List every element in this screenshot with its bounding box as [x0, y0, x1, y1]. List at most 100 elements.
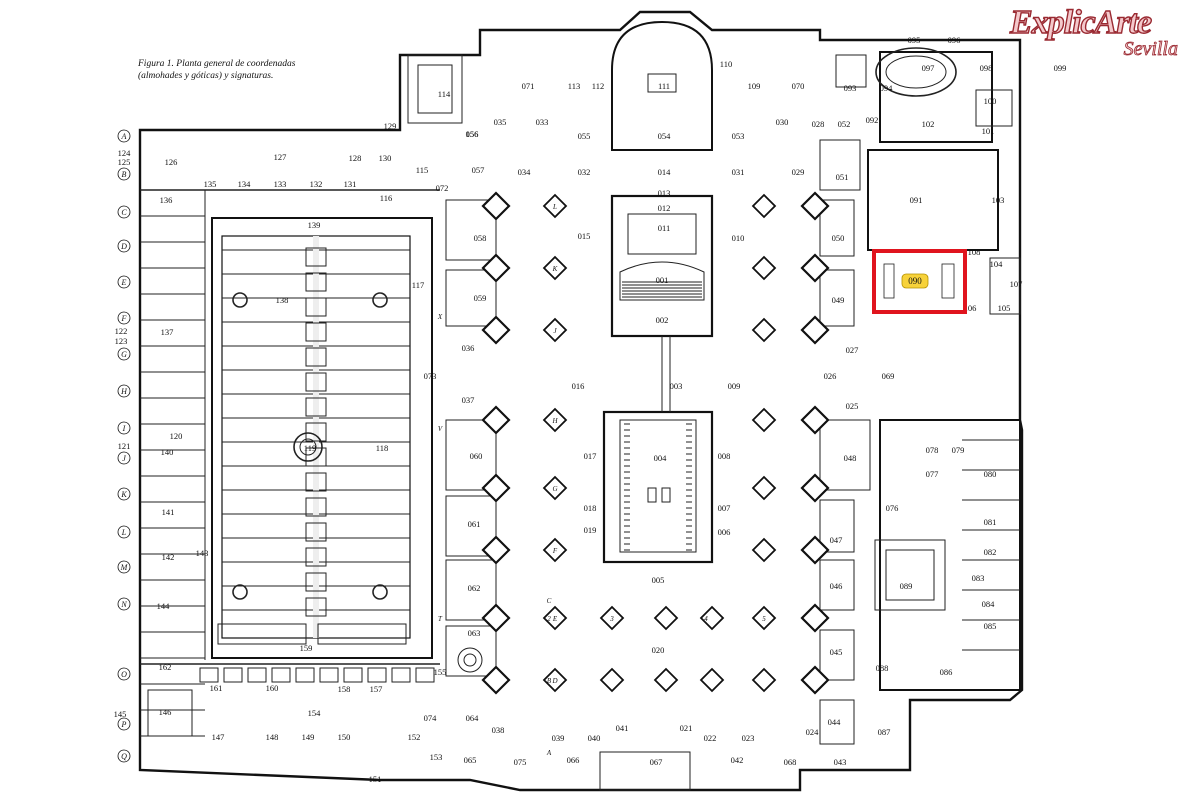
room-label-066: 066 — [567, 755, 580, 765]
pillar-letter-3: 3 — [609, 615, 614, 623]
row-marker — [117, 205, 131, 219]
room-011-box — [627, 213, 697, 255]
room-label-038: 038 — [492, 725, 505, 735]
room-label-139: 139 — [308, 220, 321, 230]
room-label-112: 112 — [592, 81, 604, 91]
aisle-pillar — [800, 603, 830, 633]
patio-fountain-cell — [305, 297, 327, 317]
room-047-box — [819, 499, 855, 553]
room-label-140: 140 — [161, 447, 174, 457]
room-label-035: 035 — [494, 117, 507, 127]
room-063-font — [457, 647, 483, 673]
room-label-107: 107 — [1010, 279, 1023, 289]
room-label-025: 025 — [846, 401, 859, 411]
room-093-box — [835, 54, 867, 88]
patio-fountain-cell — [305, 547, 327, 567]
row-marker — [117, 749, 131, 763]
lectern — [647, 487, 657, 503]
room-label-026: 026 — [824, 371, 837, 381]
room-090-detail — [941, 263, 955, 299]
pillar-letter-B: B — [547, 677, 552, 685]
room-label-117: 117 — [412, 280, 424, 290]
room-label-023: 023 — [742, 733, 755, 743]
nave-pillar — [542, 407, 568, 433]
room-label-152: 152 — [408, 732, 421, 742]
room-label-018: 018 — [584, 503, 597, 513]
room-label-067: 067 — [650, 757, 663, 767]
row-marker — [117, 525, 131, 539]
room-label-002: 002 — [656, 315, 669, 325]
nave-pillar — [751, 407, 777, 433]
room-label-037: 037 — [462, 395, 475, 405]
aisle-pillar — [481, 253, 511, 283]
room-label-136: 136 — [160, 195, 173, 205]
west-chapel — [445, 559, 497, 621]
aisle-pillar — [800, 473, 830, 503]
room-label-056: 056 — [466, 129, 479, 139]
room-label-132: 132 — [310, 179, 323, 189]
puerta-asuncion — [599, 751, 691, 791]
pillar-letter-C: C — [547, 597, 552, 605]
pillar-letter-5: 5 — [762, 615, 766, 623]
room-146-box — [147, 689, 193, 737]
room-label-094: 094 — [880, 83, 894, 93]
aisle-pillar — [800, 253, 830, 283]
room-label-086: 086 — [940, 667, 953, 677]
room-label-036: 036 — [462, 343, 475, 353]
room-100-box — [975, 89, 1013, 127]
aisle-pillar — [800, 665, 830, 695]
aisle-pillar — [481, 603, 511, 633]
room-label-095: 095 — [908, 35, 921, 45]
room-label-121: 121 — [118, 441, 131, 451]
room-label-119: 119 — [304, 443, 316, 453]
patio-fountain-cell — [305, 522, 327, 542]
nave-pillar — [751, 605, 777, 631]
south-room-box — [247, 667, 267, 683]
room-049-box — [819, 269, 855, 327]
pillar-letter-L: L — [552, 203, 557, 211]
row-letter-B: B — [122, 170, 127, 179]
room-label-077: 077 — [926, 469, 939, 479]
room-label-120: 120 — [170, 431, 183, 441]
room-label-024: 024 — [806, 727, 820, 737]
room-label-020: 020 — [652, 645, 665, 655]
caption-line-1: Figura 1. Planta general de coordenadas — [138, 59, 296, 69]
row-letter-I: I — [122, 424, 126, 433]
patio-fountain-cell — [305, 322, 327, 342]
room-label-142: 142 — [162, 552, 175, 562]
nave-pillar — [751, 537, 777, 563]
room-label-058: 058 — [474, 233, 487, 243]
patio-fountain-cell — [305, 347, 327, 367]
room-label-048: 048 — [844, 453, 857, 463]
sacristia-block — [879, 419, 1021, 691]
room-label-138: 138 — [276, 295, 289, 305]
room-label-102: 102 — [922, 119, 935, 129]
nave-pillar — [542, 667, 568, 693]
room-label-158: 158 — [338, 684, 351, 694]
room-label-109: 109 — [748, 81, 761, 91]
west-chapel — [445, 625, 497, 677]
room-label-114: 114 — [438, 89, 451, 99]
row-marker — [117, 384, 131, 398]
aisle-pillar — [481, 315, 511, 345]
room-090-label: 090 — [908, 276, 922, 286]
patio-fountain-cell — [305, 272, 327, 292]
room-label-076: 076 — [886, 503, 899, 513]
room-label-092: 092 — [866, 115, 879, 125]
room-label-137: 137 — [161, 327, 174, 337]
south-room-box — [343, 667, 363, 683]
room-label-106: 106 — [964, 303, 977, 313]
room-label-008: 008 — [718, 451, 731, 461]
nave-pillar — [653, 667, 679, 693]
row-letter-L: L — [121, 528, 127, 537]
coro — [602, 410, 714, 564]
room-label-006: 006 — [718, 527, 731, 537]
altar-steps — [619, 261, 705, 301]
pillar-letter-V: V — [438, 425, 443, 433]
room-label-130: 130 — [379, 153, 392, 163]
row-letter-F: F — [121, 314, 127, 323]
row-marker — [117, 311, 131, 325]
room-label-134: 134 — [238, 179, 252, 189]
room-label-100: 100 — [984, 96, 997, 106]
